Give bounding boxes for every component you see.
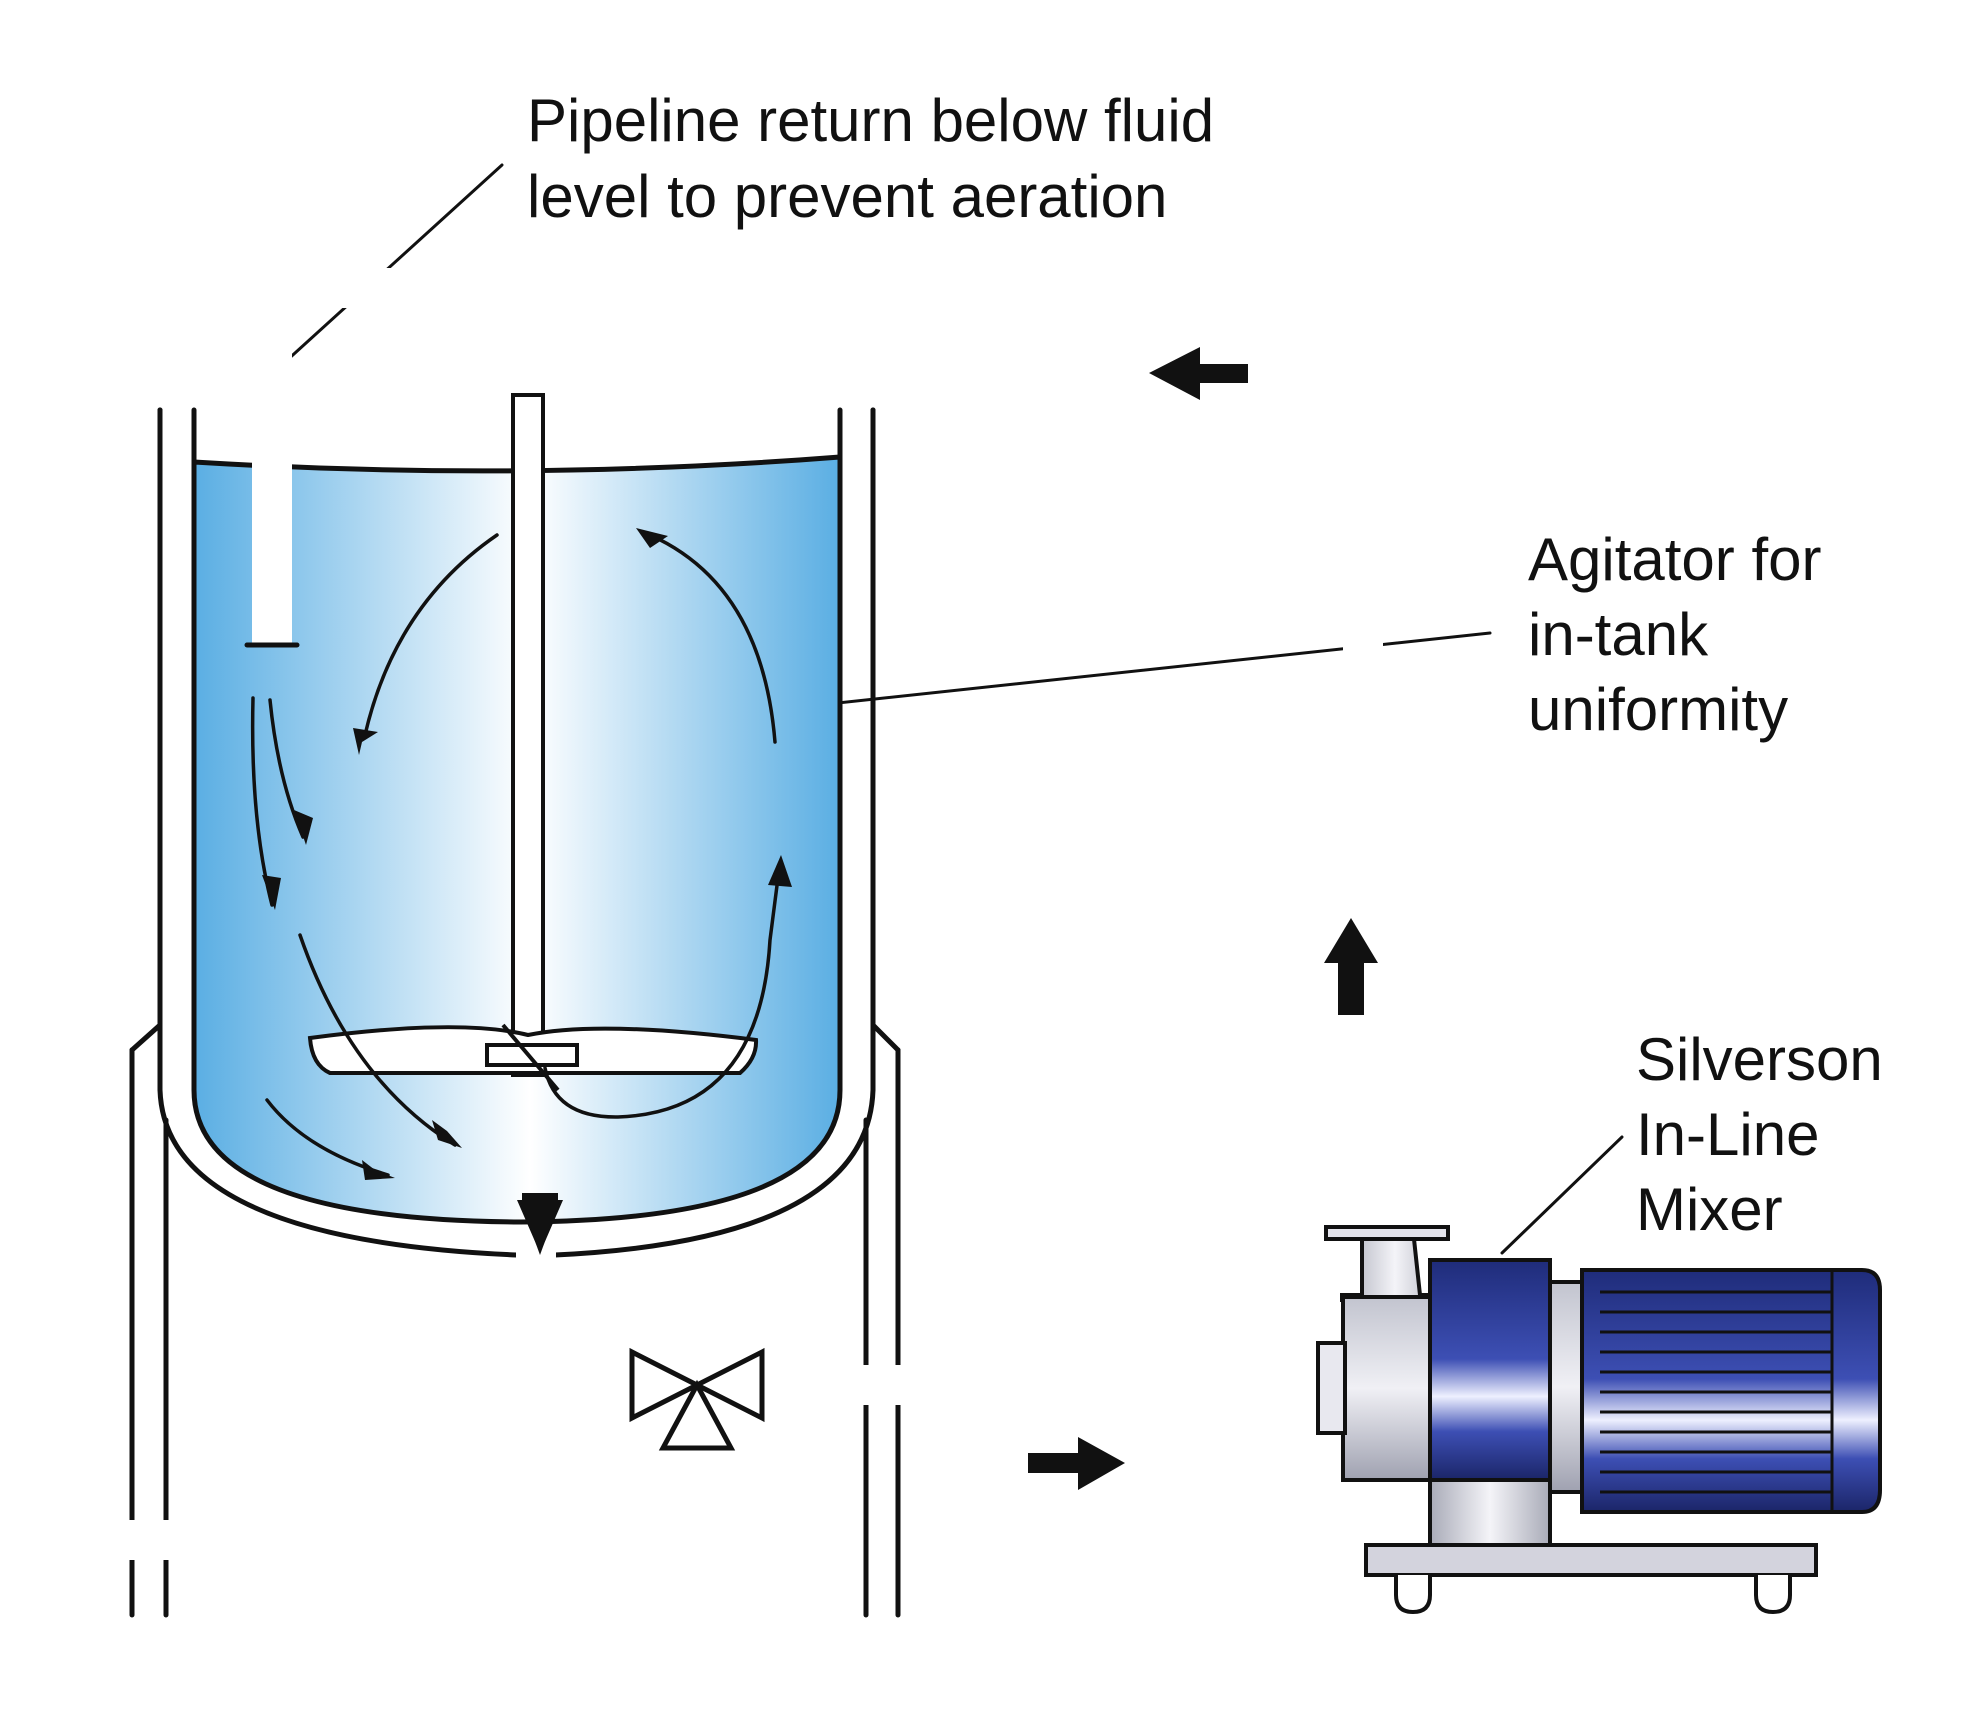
- drain-pipeline: [96, 1436, 715, 1560]
- mixer-pedestal: [1428, 1478, 1552, 1547]
- mixer-coupling: [1548, 1280, 1584, 1494]
- in-tank-flow-arrows: [250, 528, 792, 1180]
- return-flow-left-arrow: [1149, 347, 1248, 400]
- mixer-label-line-2: In-Line: [1636, 1101, 1819, 1168]
- agitator: [307, 393, 759, 1092]
- tank-outer-wall-right: [552, 407, 876, 1258]
- mixer-label-line-3: Mixer: [1636, 1176, 1783, 1243]
- mixer-bearing-housing: [1428, 1258, 1552, 1482]
- flow-arrowhead: [262, 875, 281, 910]
- agitator-label-line-1: Agitator for: [1528, 526, 1821, 593]
- flow-arrowhead: [768, 855, 792, 887]
- flow-arrowhead: [636, 528, 668, 548]
- agitator-label-line-3: uniformity: [1528, 676, 1788, 743]
- mixer-foot-left: [1394, 1575, 1432, 1615]
- return-flow-up-arrow: [1324, 918, 1378, 1015]
- flow-arrowhead: [432, 1120, 462, 1148]
- flow-arrowhead: [353, 728, 378, 755]
- suction-pipeline: [516, 1240, 1332, 1405]
- three-way-valve: [629, 1347, 765, 1451]
- agitator-label-line-2: in-tank: [1528, 601, 1709, 668]
- agitator-label: Agitator for in-tank uniformity: [1528, 526, 1821, 743]
- flow-arrowhead: [294, 810, 313, 845]
- mixer-inlet-flange: [1316, 1341, 1347, 1435]
- mixer-label: Silverson In-Line Mixer: [1636, 1026, 1883, 1243]
- tank-outer-wall-left: [157, 407, 520, 1258]
- mixer-leader-line: [1500, 1135, 1624, 1255]
- flow-arrowhead: [362, 1160, 395, 1180]
- mixer-foot-right: [1754, 1575, 1792, 1615]
- agitator-hub: [485, 1043, 579, 1067]
- return-pipeline: [244, 268, 1383, 1240]
- mixer-label-line-1: Silverson: [1636, 1026, 1883, 1093]
- pipeline-flow-direction-arrows: [517, 347, 1378, 1490]
- silverson-inline-mixer: [1316, 1225, 1882, 1615]
- motor-cooling-fins: [1600, 1290, 1832, 1494]
- pipeline-return-label-line-2: level to prevent aeration: [527, 163, 1167, 230]
- suction-flow-right-arrow: [1028, 1437, 1125, 1490]
- agitator-shaft: [511, 393, 545, 1077]
- pipeline-return-label-line-1: Pipeline return below fluid: [527, 87, 1214, 154]
- pipeline-return-label: Pipeline return below fluid level to pre…: [527, 87, 1214, 230]
- mixer-base-plate: [1364, 1543, 1818, 1577]
